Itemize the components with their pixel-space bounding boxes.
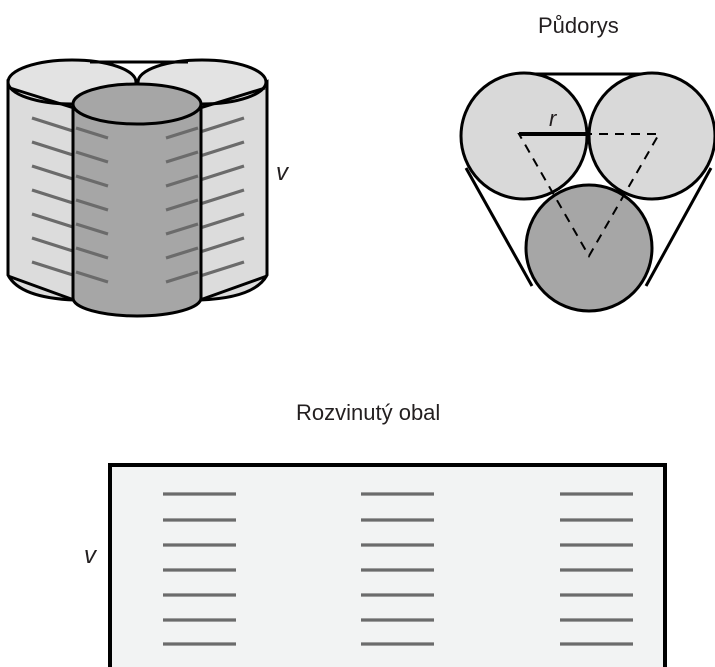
plan-view bbox=[459, 71, 715, 313]
plan-circle-right bbox=[587, 71, 715, 201]
net-rectangle bbox=[108, 463, 667, 667]
hatching-right bbox=[199, 116, 245, 278]
net-hatching-col-2 bbox=[361, 492, 434, 646]
band-edge-left bbox=[9, 86, 75, 110]
band-bottom-left bbox=[7, 274, 75, 302]
band-edge-right bbox=[199, 86, 266, 110]
front-cylinder-body bbox=[71, 104, 203, 318]
net-title: Rozvinutý obal bbox=[296, 400, 440, 425]
net-hatching-col-1 bbox=[163, 492, 236, 646]
radius-label: r bbox=[549, 106, 558, 131]
hatching-front-left bbox=[75, 126, 109, 284]
net-hatching-col-3 bbox=[560, 492, 633, 646]
cylinder-bundle-3d bbox=[6, 58, 269, 318]
left-side-face bbox=[6, 79, 77, 302]
band-tangent-right bbox=[644, 167, 713, 287]
hatching-left bbox=[31, 116, 77, 278]
front-cylinder-top bbox=[71, 82, 203, 126]
plan-circle-bottom bbox=[524, 183, 654, 313]
hatching-front-right bbox=[165, 126, 199, 284]
right-side-face bbox=[198, 79, 269, 302]
band-bottom-right bbox=[199, 274, 268, 302]
plan-title: Půdorys bbox=[538, 13, 619, 38]
height-label-net: v bbox=[84, 542, 98, 569]
unrolled-net bbox=[108, 463, 667, 667]
band-tangent-left bbox=[464, 167, 534, 287]
height-label-solid: v bbox=[276, 159, 290, 186]
